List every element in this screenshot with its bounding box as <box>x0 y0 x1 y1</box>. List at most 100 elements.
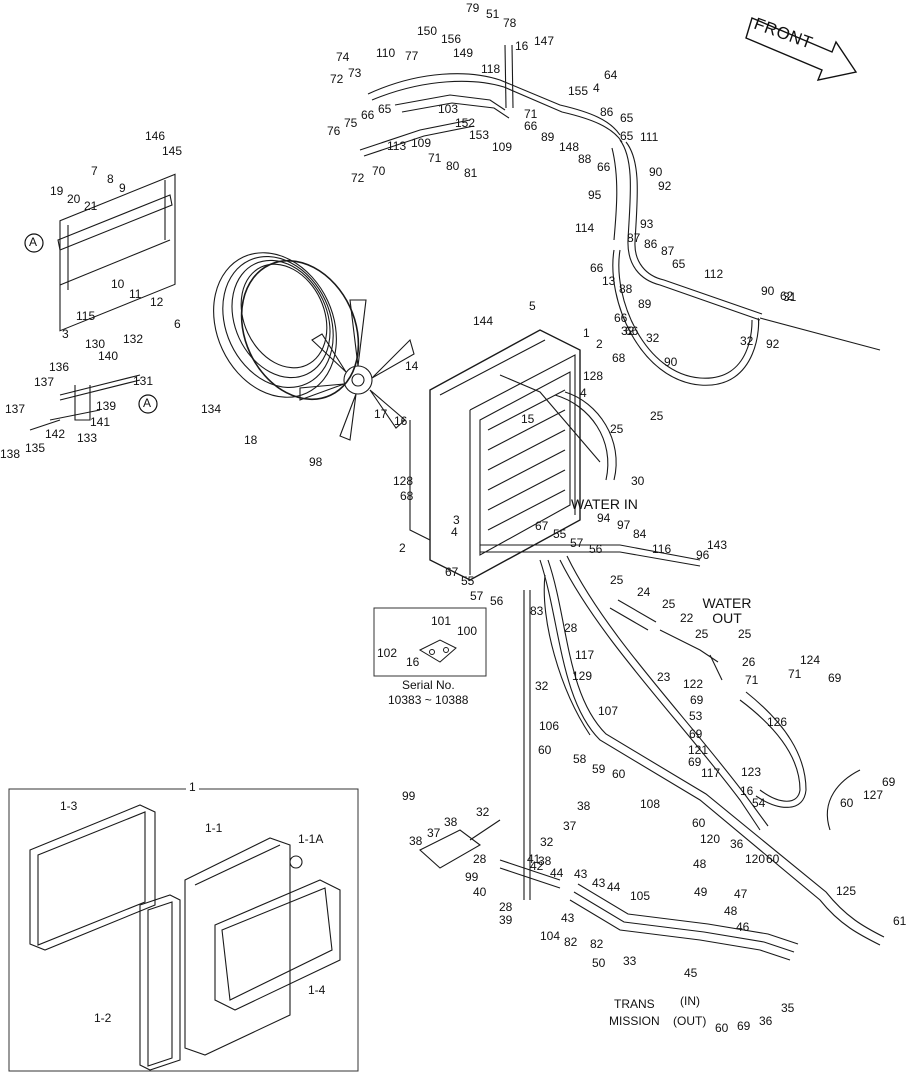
part-callout-label: 110 <box>376 46 396 60</box>
part-callout-label: 75 <box>344 116 358 130</box>
part-callout-label: 32 <box>535 679 549 693</box>
part-callout-label: 26 <box>742 655 756 669</box>
part-callout-label: 120 <box>700 832 721 846</box>
part-callout-label: 11 <box>129 287 142 301</box>
part-callout-label: 35 <box>781 1001 795 1015</box>
part-callout-label: 28 <box>564 621 578 635</box>
part-callout-label: 88 <box>578 152 592 166</box>
part-callout-label: 82 <box>590 937 604 951</box>
part-callout-label: 44 <box>550 866 564 880</box>
part-callout-label: 99 <box>402 789 416 803</box>
part-callout-label: 66 <box>614 311 628 325</box>
part-callout-label: 113 <box>387 139 407 153</box>
part-callout-label: 38 <box>577 799 591 813</box>
part-callout-label: 115 <box>76 309 96 323</box>
part-callout-label: 134 <box>201 402 222 416</box>
part-callout-label: 107 <box>598 704 619 718</box>
part-callout-label: 92 <box>658 179 672 193</box>
part-callout-label: 4 <box>580 386 587 400</box>
part-callout-label: 16 <box>740 784 754 798</box>
part-callout-label: 114 <box>575 221 595 235</box>
part-callout-label: 86 <box>600 105 614 119</box>
part-callout-label: 137 <box>5 402 26 416</box>
part-callout-label: 72 <box>351 171 365 185</box>
part-callout-label: 71 <box>428 151 442 165</box>
part-callout-label: 139 <box>96 399 117 413</box>
water-in-label: WATER IN <box>571 496 638 512</box>
front-arrow-icon <box>745 17 858 81</box>
serial-range: 10383 ~ 10388 <box>388 693 469 707</box>
part-callout-label: 38 <box>444 815 458 829</box>
part-callout-label: 141 <box>90 415 111 429</box>
part-callout-label: 146 <box>145 129 166 143</box>
part-callout-label: 25 <box>610 573 624 587</box>
part-callout-label: 31 <box>783 290 797 304</box>
inset-part-label: 1-1A <box>298 832 324 846</box>
part-callout-label: 6 <box>174 317 181 331</box>
part-callout-label: 117 <box>701 766 721 780</box>
part-callout-label: 83 <box>530 604 544 618</box>
part-callout-label: 138 <box>0 447 21 461</box>
part-callout-label: 77 <box>405 49 419 63</box>
part-callout-label: 4 <box>593 81 600 95</box>
part-callout-label: 106 <box>539 719 560 733</box>
part-callout-label: 99 <box>465 870 479 884</box>
part-callout-label: 81 <box>464 166 478 180</box>
part-callout-label: 25 <box>610 422 624 436</box>
part-callout-label: 32 <box>621 324 635 338</box>
part-callout-label: 16 <box>394 414 408 428</box>
part-callout-label: 43 <box>574 867 588 881</box>
part-callout-label: 87 <box>661 244 675 258</box>
part-callout-label: 92 <box>766 337 780 351</box>
part-callout-label: 13 <box>602 274 616 288</box>
part-callout-label: 102 <box>377 646 398 660</box>
part-callout-label: 148 <box>559 140 580 154</box>
part-callout-label: 93 <box>640 217 654 231</box>
part-callout-label: 72 <box>330 72 344 86</box>
part-callout-label: 95 <box>588 188 602 202</box>
part-callout-label: 153 <box>469 128 490 142</box>
part-callout-label: 90 <box>664 355 678 369</box>
upper-hose-bundle <box>359 44 881 386</box>
part-callout-label: 70 <box>372 164 386 178</box>
part-callout-label: 5 <box>529 299 536 313</box>
part-callout-label: 97 <box>617 518 631 532</box>
part-callout-label: 142 <box>45 427 66 441</box>
part-callout-label: 65 <box>672 257 686 271</box>
part-callout-label: 43 <box>592 876 606 890</box>
serial-label: Serial No. <box>402 678 455 692</box>
part-callout-label: 116 <box>652 542 672 556</box>
part-callout-label: 80 <box>446 159 460 173</box>
part-callout-label: 19 <box>50 184 64 198</box>
part-callout-label: 9 <box>119 181 126 195</box>
part-callout-label: 55 <box>553 527 567 541</box>
part-callout-label: 37 <box>563 819 577 833</box>
part-callout-label: 62 <box>780 289 794 303</box>
part-callout-label: 64 <box>604 68 618 82</box>
part-callout-label: 47 <box>734 887 748 901</box>
part-callout-label: 32 <box>646 331 660 345</box>
part-callout-label: 87 <box>627 231 641 245</box>
mounting-bracket-frame <box>57 173 176 332</box>
part-callout-label: 105 <box>630 889 651 903</box>
part-callout-label: 120 <box>745 852 766 866</box>
part-callout-label: 112 <box>704 267 724 281</box>
part-callout-label: 117 <box>575 648 595 662</box>
part-callout-label: 89 <box>541 130 555 144</box>
part-callout-label: 55 <box>461 574 475 588</box>
serial-inset-box <box>373 607 487 677</box>
part-callout-label: 84 <box>633 527 647 541</box>
part-callout-label: 32 <box>740 334 754 348</box>
part-callout-label: 28 <box>473 852 487 866</box>
part-callout-label: 67 <box>535 519 549 533</box>
part-callout-label: 128 <box>583 369 604 383</box>
part-callout-label: 155 <box>568 84 589 98</box>
inset-title: 1 <box>186 781 199 794</box>
inset-part-label: 1-4 <box>308 983 326 997</box>
part-callout-label: 37 <box>427 826 441 840</box>
part-callout-label: 56 <box>589 542 603 556</box>
part-callout-label: 39 <box>499 913 513 927</box>
part-callout-label: 156 <box>441 32 462 46</box>
part-callout-label: 90 <box>649 165 663 179</box>
part-callout-label: 3 <box>453 513 460 527</box>
